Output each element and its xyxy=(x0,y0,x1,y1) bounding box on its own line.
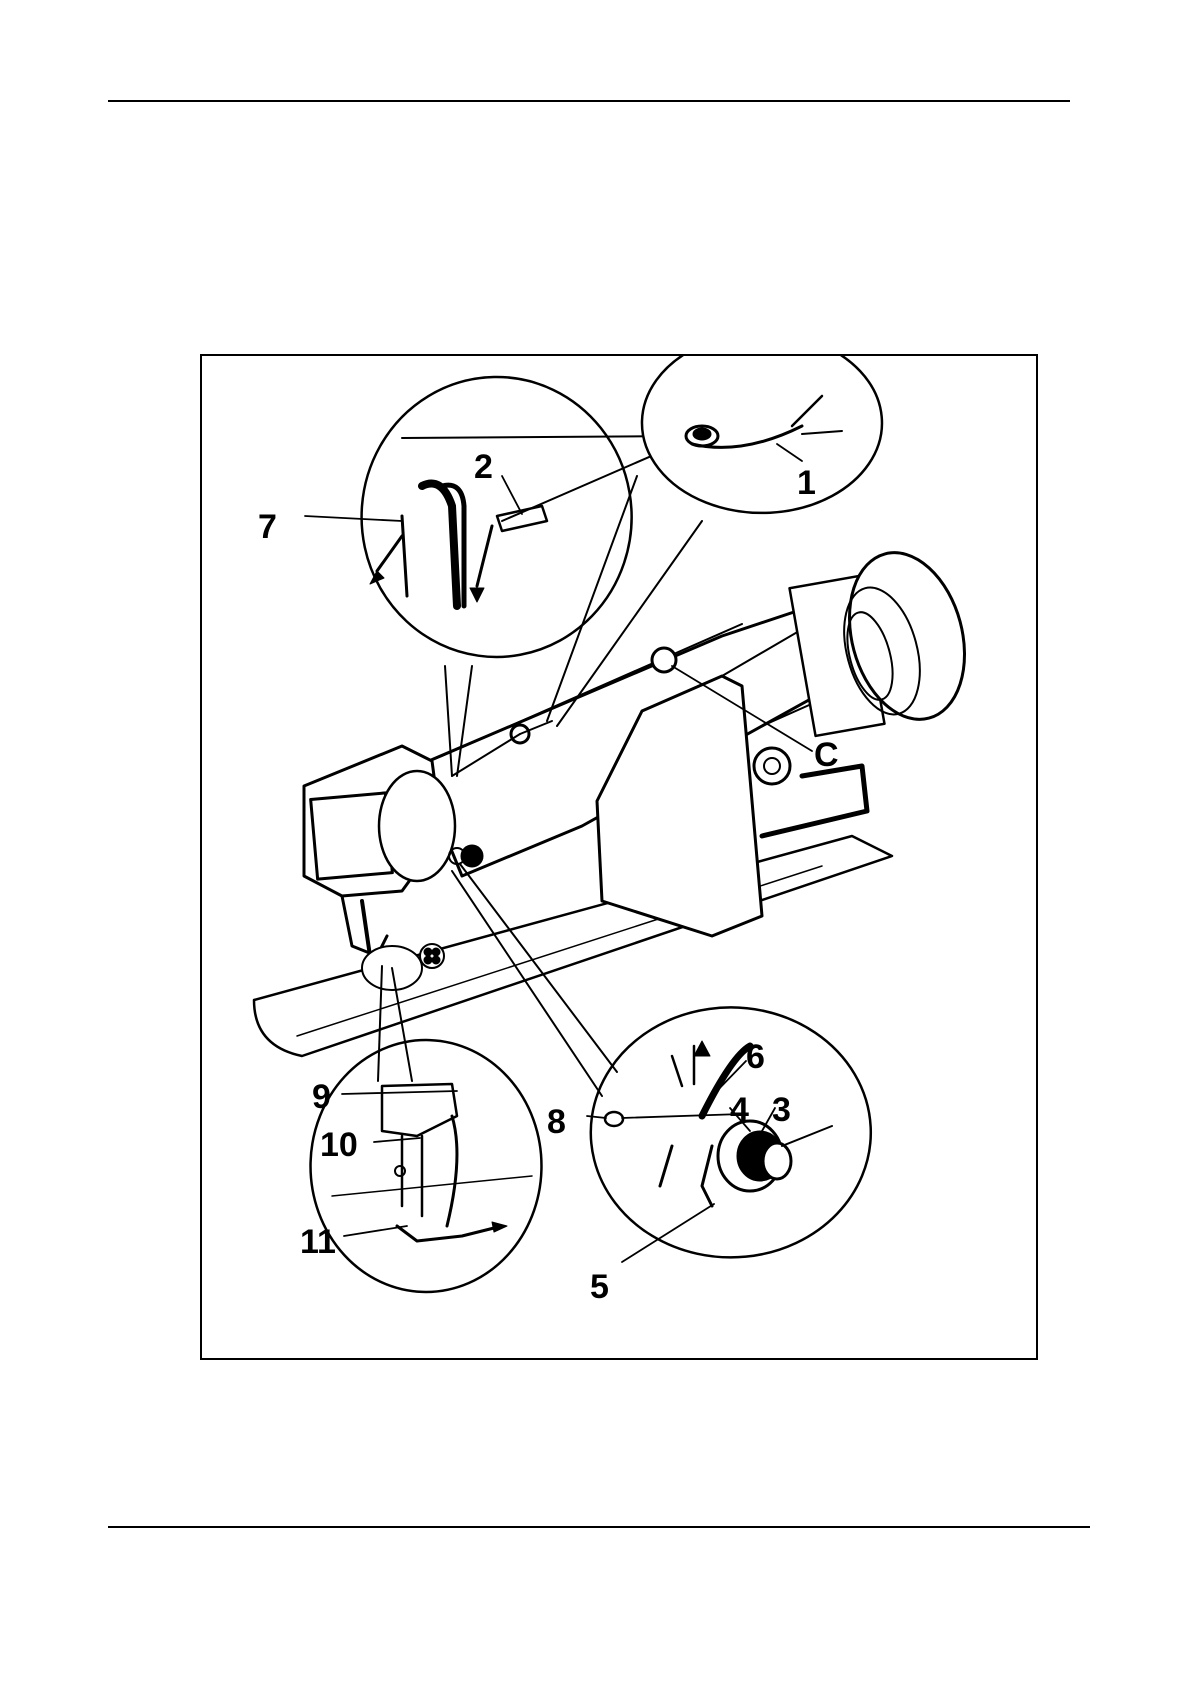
callout-3: 3 xyxy=(772,1091,791,1129)
callout-4: 4 xyxy=(730,1091,749,1129)
callout-1: 1 xyxy=(797,464,816,502)
footer-rule xyxy=(108,1526,1090,1528)
callout-8: 8 xyxy=(547,1103,566,1141)
callout-11: 11 xyxy=(300,1223,336,1261)
threading-diagram-figure: 7 2 1 C 6 4 3 8 5 9 10 11 xyxy=(200,354,1038,1360)
sewing-machine-illustration: 7 2 1 C 6 4 3 8 5 9 10 11 xyxy=(202,356,1036,1358)
callout-5: 5 xyxy=(590,1268,609,1306)
callout-6: 6 xyxy=(746,1038,765,1076)
callout-10: 10 xyxy=(320,1126,358,1164)
callout-7: 7 xyxy=(258,508,277,546)
callout-9: 9 xyxy=(312,1078,331,1116)
oil-cap xyxy=(652,648,676,672)
callout-2: 2 xyxy=(474,448,493,486)
header-rule xyxy=(108,100,1070,102)
callout-C: C xyxy=(814,736,839,774)
detail-circle-lower-left xyxy=(311,1040,542,1292)
detail-circle-upper-right xyxy=(642,356,882,513)
stitch-dial xyxy=(754,748,790,784)
